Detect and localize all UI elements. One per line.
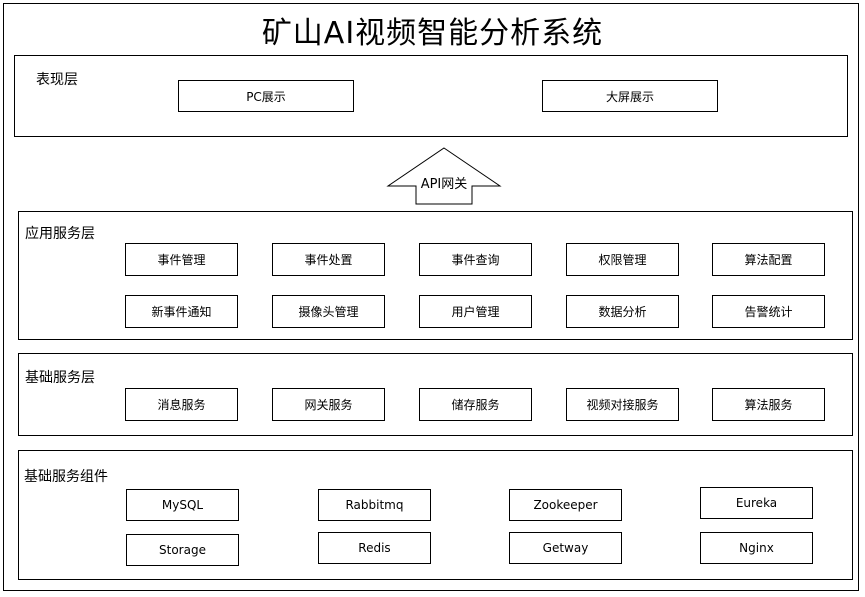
base-service-box: 储存服务 [419,388,532,421]
app-service-box: 摄像头管理 [272,295,385,328]
component-box: Rabbitmq [318,489,431,521]
app-service-box: 算法配置 [712,243,825,276]
app-service-box: 用户管理 [419,295,532,328]
component-box: Eureka [700,487,813,519]
base-service-layer-label: 基础服务层 [25,370,95,386]
api-gateway-label: API网关 [420,177,468,192]
app-service-box: 告警统计 [712,295,825,328]
component-box: Redis [318,532,431,564]
component-box: Getway [509,532,622,564]
app-service-box: 事件查询 [419,243,532,276]
component-box: Storage [126,534,239,566]
base-service-box: 算法服务 [712,388,825,421]
app-service-box: 新事件通知 [125,295,238,328]
app-service-layer-label: 应用服务层 [25,226,95,242]
base-service-box: 消息服务 [125,388,238,421]
app-service-box: 权限管理 [566,243,679,276]
base-service-box: 视频对接服务 [566,388,679,421]
component-layer-label: 基础服务组件 [24,469,108,485]
app-service-box: 事件处置 [272,243,385,276]
diagram-frame [3,3,859,591]
api-gateway-arrow [386,147,502,205]
app-service-box: 事件管理 [125,243,238,276]
big-screen-display-box: 大屏展示 [542,80,718,112]
component-box: MySQL [126,489,239,521]
base-service-box: 网关服务 [272,388,385,421]
pc-display-box: PC展示 [178,80,354,112]
presentation-layer-label: 表现层 [36,72,78,88]
diagram-title: 矿山AI视频智能分析系统 [261,16,604,51]
presentation-layer [14,55,848,137]
component-box: Zookeeper [509,489,622,521]
component-box: Nginx [700,532,813,564]
app-service-box: 数据分析 [566,295,679,328]
